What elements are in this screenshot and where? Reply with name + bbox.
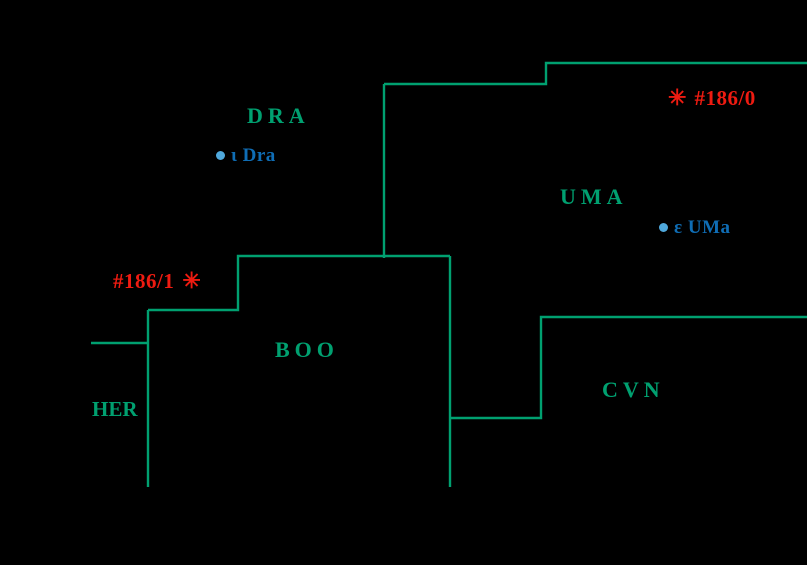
constellation-label-uma: UMA [560,184,628,209]
asterisk-icon: ✳ [182,268,201,293]
star-label: ι Dra [231,145,276,166]
marker-label: #186/1 [113,268,175,293]
star-dot-icon [216,151,225,160]
marker-186-0: ✳ #186/0 [668,87,756,109]
asterisk-icon: ✳ [668,85,687,110]
star-dot-icon [659,223,668,232]
boundary-segment [384,61,807,86]
star-label: ε UMa [674,217,731,238]
star-epsilon-uma: ε UMa [659,218,731,237]
constellation-label-her: HER [92,397,138,421]
constellation-label-boo: BOO [275,337,339,362]
boundary-segment [148,254,450,312]
marker-186-1: ✳ #186/1 [113,270,201,292]
marker-label: #186/0 [694,85,756,110]
constellation-label-dra: DRA [247,103,310,128]
constellation-label-cvn: CVN [602,377,665,402]
star-iota-dra: ι Dra [216,146,276,165]
boundary-segment [450,315,807,420]
